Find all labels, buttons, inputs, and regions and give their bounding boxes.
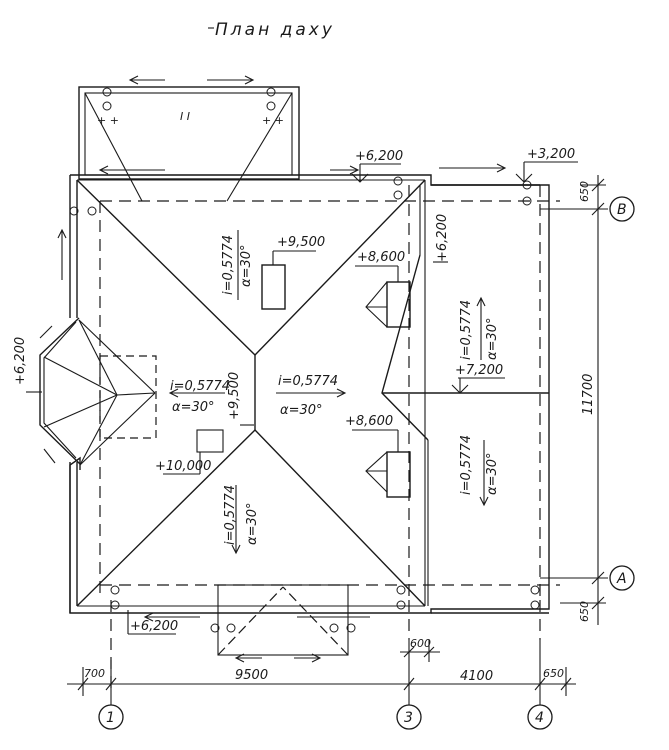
elevation-9500-chimney: +9,500 — [277, 235, 325, 250]
elevation-8600-upper: +8,600 — [357, 250, 405, 265]
main-roof-outline — [69, 174, 550, 614]
elevation-6200-right: +6,200 — [435, 214, 450, 262]
elevation-6200-left: +6,200 — [13, 337, 28, 385]
slope-right-upper-a: α=30° — [485, 317, 500, 360]
axis-label-3: 3 — [404, 710, 413, 726]
slope-top-a: α=30° — [239, 244, 254, 287]
slope-top-i: i=0,5774 — [221, 235, 236, 295]
slope-right-lower-i: i=0,5774 — [459, 435, 474, 495]
elevation-marks: +6,200 +3,200 +9,500 +8,600 +7,200 +8,60… — [13, 147, 578, 635]
svg-text:I I: I I — [180, 110, 190, 123]
slope-bottom-i: i=0,5774 — [223, 485, 238, 545]
axis-label-1: 1 — [106, 710, 115, 726]
bottom-porch-roof — [210, 584, 370, 663]
left-bay-roof — [39, 317, 157, 466]
slope-annotations: i=0,5774 α=30° i=0,5774 α=30° i=0,5774 α… — [168, 230, 500, 555]
dim-650-bottom: 650 — [578, 601, 591, 622]
elevation-8600-lower: +8,600 — [345, 414, 393, 429]
wall-dashed-lines — [99, 185, 560, 690]
dim-650-top: 650 — [578, 181, 591, 202]
dim-11700: 11700 — [581, 374, 596, 415]
elevation-7200: +7,200 — [455, 363, 503, 378]
dim-600: 600 — [410, 637, 431, 650]
axis-markers: 1 3 4 В А — [98, 196, 635, 730]
slope-center-a: α=30° — [280, 403, 323, 418]
dim-700: 700 — [84, 667, 105, 680]
upper-annex: + + + + I I — [78, 75, 300, 202]
axis-marker-a — [609, 565, 635, 591]
elevation-10000: +10,000 — [155, 459, 211, 474]
gutter-arrows — [57, 163, 507, 622]
elevation-6200-bottom: +6,200 — [130, 619, 178, 634]
elevation-3200: +3,200 — [527, 147, 575, 162]
dim-4100: 4100 — [460, 669, 493, 684]
dim-650: 650 — [543, 667, 564, 680]
hip-ridge-lines — [76, 179, 549, 607]
elevation-6200-top: +6,200 — [355, 149, 403, 164]
axis-label-a: А — [616, 571, 627, 587]
bottom-dimension-chain: 700 9500 4100 650 600 — [67, 637, 576, 705]
axis-marker-v — [609, 196, 635, 222]
roof-drains — [69, 176, 540, 610]
slope-left-a: α=30° — [172, 400, 215, 415]
slope-right-lower-a: α=30° — [485, 452, 500, 495]
axis-marker-4 — [527, 704, 553, 730]
axis-marker-1 — [98, 704, 124, 730]
axis-label-4: 4 — [535, 710, 544, 726]
axis-marker-3 — [396, 704, 422, 730]
drawing-title: План даху — [215, 20, 335, 40]
slope-center-i: i=0,5774 — [278, 374, 338, 389]
slope-left-i: i=0,5774 — [170, 379, 230, 394]
axis-label-v: В — [617, 202, 627, 218]
svg-text:+ +: + + — [97, 114, 119, 127]
slope-right-upper-i: i=0,5774 — [459, 300, 474, 360]
right-dimension-chain: 650 11700 650 — [540, 175, 608, 625]
svg-text:+ +: + + — [262, 114, 284, 127]
elevation-9500-ridge: +9,500 — [227, 372, 242, 420]
dim-9500: 9500 — [235, 668, 268, 683]
slope-bottom-a: α=30° — [245, 502, 260, 545]
